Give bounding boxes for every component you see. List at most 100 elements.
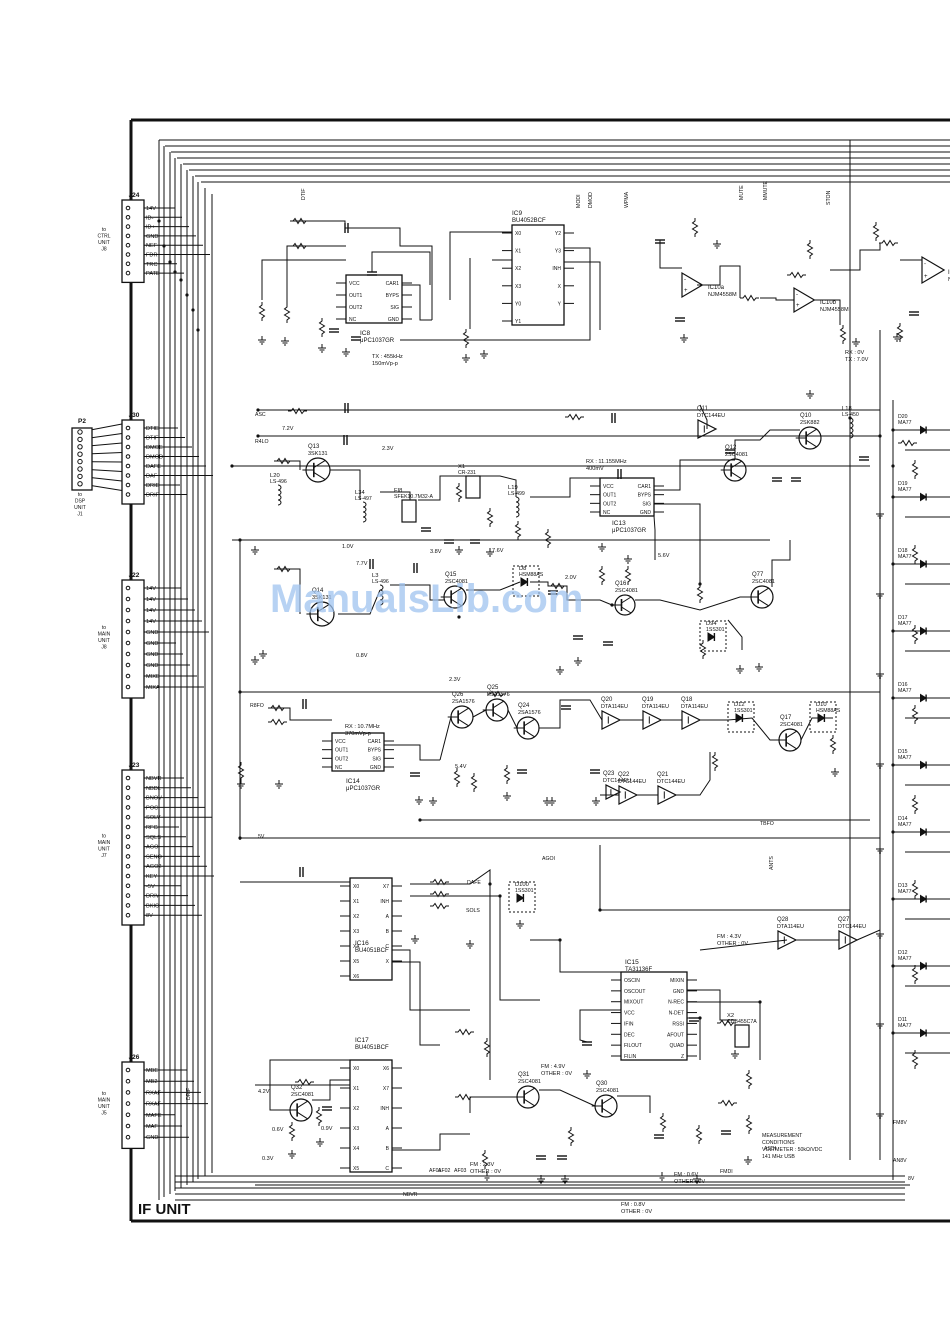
wire xyxy=(312,1079,350,1101)
diode-ladder-ref: D19 xyxy=(898,481,908,487)
ic-pin-label: BYPS xyxy=(386,293,400,299)
capacitor xyxy=(617,469,622,479)
resistor xyxy=(699,640,707,659)
diode-triangle xyxy=(817,713,826,723)
diode-symbol xyxy=(920,425,928,435)
capacitor xyxy=(344,403,349,413)
resistor xyxy=(695,1125,703,1144)
connector-pin xyxy=(125,596,131,602)
resistor xyxy=(455,1093,474,1101)
junction-dot xyxy=(891,464,895,468)
transistor-collector xyxy=(313,459,326,469)
connector-pin-label: POC xyxy=(146,805,158,811)
junction-dot xyxy=(610,603,614,607)
connector-pin xyxy=(125,651,131,657)
ic-pin-label: NC xyxy=(349,317,357,323)
wire xyxy=(400,247,591,341)
net-label: FMDI xyxy=(720,1169,733,1175)
buffer-triangle xyxy=(657,785,678,805)
opamp-ref: IC11a xyxy=(948,270,950,276)
connector-pin xyxy=(77,481,83,487)
wire xyxy=(507,709,518,729)
resistor xyxy=(268,718,287,726)
diode-ref: D8 xyxy=(519,566,526,572)
wire xyxy=(390,584,444,601)
ic-pin-label: B xyxy=(386,929,390,935)
resistor xyxy=(879,239,898,247)
connector-pin-label: 14V xyxy=(146,206,156,212)
ic-body xyxy=(349,1059,393,1173)
transistor-emitter xyxy=(523,1098,535,1107)
wire xyxy=(734,429,800,459)
transistor-part: 2SC4081 xyxy=(615,588,638,594)
connector-housing xyxy=(71,427,93,491)
filter-ref: L19 xyxy=(508,485,518,491)
wire xyxy=(472,709,487,718)
ground-symbol xyxy=(876,1020,884,1029)
ic-pin-label: X2 xyxy=(353,1106,359,1112)
connector-destination: J5 xyxy=(101,1111,107,1117)
connector-ref: J26 xyxy=(129,1054,140,1061)
transistor-part: 2SA1576 xyxy=(518,710,541,716)
diode-ladder-part: MA77 xyxy=(898,420,912,426)
filter-ref: FI8 xyxy=(394,488,402,494)
wire xyxy=(564,261,601,330)
ic-pin-label: N-DET xyxy=(669,1011,684,1017)
connector-pin-label: DRIF xyxy=(146,493,160,499)
diode-triangle xyxy=(920,425,928,435)
junction-dot xyxy=(758,1000,762,1004)
ground-symbol xyxy=(583,1070,591,1079)
transistor-q31 xyxy=(513,1085,540,1109)
connector-housing xyxy=(121,199,145,284)
capacitor xyxy=(302,699,307,709)
resistor xyxy=(659,1113,667,1132)
transistor-collector xyxy=(317,603,330,613)
resistor xyxy=(911,1050,919,1069)
junction-dot xyxy=(418,818,422,822)
connector-pin-label: NBDL xyxy=(146,786,161,792)
diode-symbol xyxy=(920,559,928,569)
resistor xyxy=(290,242,309,250)
filter-ref: L20 xyxy=(270,473,280,479)
ic-pin-label: OSCIN xyxy=(624,978,640,984)
inductor-loop xyxy=(362,511,367,518)
ic-pin-label: X5 xyxy=(353,1166,359,1172)
annotation-label: 0.3V xyxy=(262,1156,274,1162)
connector-pin-label: NEF xyxy=(146,243,158,249)
ground-symbol xyxy=(316,1138,324,1147)
transistor-collector xyxy=(523,1087,535,1096)
connector-pin xyxy=(125,795,131,800)
ground-symbol xyxy=(831,768,839,777)
connector-pin-label: GND xyxy=(146,630,158,636)
wire xyxy=(380,491,411,500)
inductor-loop xyxy=(362,501,367,508)
connector-pin xyxy=(125,205,131,211)
components: J2414VID-ID+GNDNEFFDRTRCPATBtoCTRLUNITJ8… xyxy=(71,192,946,1184)
transistor-collector xyxy=(601,1096,613,1105)
transistor-ref: Q17 xyxy=(780,715,792,721)
transistor-emitter xyxy=(313,471,326,481)
ic-pin-label: A xyxy=(386,914,390,920)
connector-pin-label: DAF xyxy=(146,474,158,480)
connector-pin xyxy=(125,893,131,898)
connector-pin xyxy=(125,482,131,488)
transistor-ref: Q24 xyxy=(518,703,530,709)
diode-ladder-part: MA77 xyxy=(898,956,912,962)
filter-part: LS-496 xyxy=(372,579,389,585)
capacitor xyxy=(721,1130,731,1135)
inductor-loop xyxy=(277,489,282,496)
diode-ladder-ref: D16 xyxy=(898,682,908,688)
wire xyxy=(392,1133,470,1151)
ic-pin-label: OUT1 xyxy=(335,748,349,754)
transistor-ref: Q18 xyxy=(681,697,693,703)
ic-pin-label: VCC xyxy=(349,281,360,287)
ground-symbol xyxy=(342,348,350,357)
net-label: ASC xyxy=(255,412,266,418)
diode-triangle xyxy=(920,827,928,837)
connector-pin-label: BNOV xyxy=(146,796,162,802)
diode-ladder-part: MA77 xyxy=(898,621,912,627)
transistor-ref: Q16 xyxy=(615,581,627,587)
resistor xyxy=(430,890,449,898)
connector-pin xyxy=(125,242,131,248)
